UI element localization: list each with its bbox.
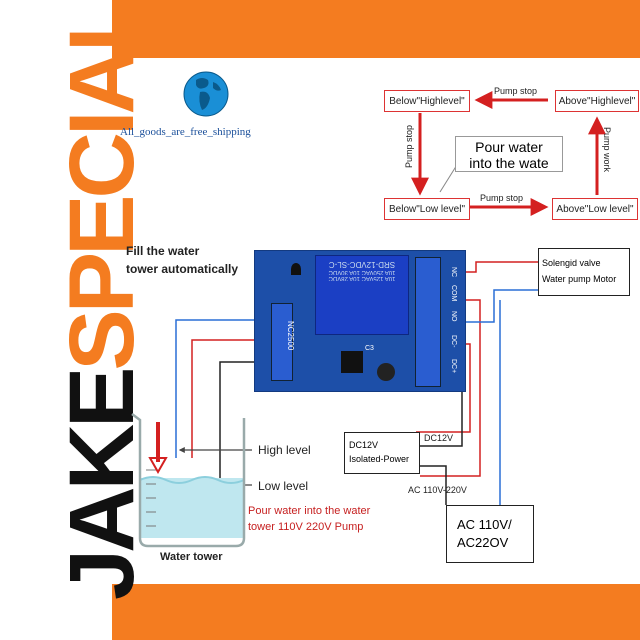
top-band [112,0,640,58]
flow-box-above-high: Above"Highlevel" [555,90,639,112]
callout-line2: into the wate [469,155,549,171]
chip-label: C3 [365,345,374,352]
transistor [291,263,301,275]
dc-line1: DC12V [349,440,379,450]
pour-note-line2: tower 110V 220V Pump [248,521,364,533]
solenoid-line2: Water pump Motor [542,274,617,284]
bottom-band [112,584,640,640]
relay-model: SRD-12VDC-SL-C [328,260,396,269]
water-tower-beaker [131,413,246,548]
flow-label-bottom: Pump stop [480,193,524,203]
ac-box-line2: AC22OV [457,535,509,550]
low-level-label: Low level [258,479,309,493]
pour-note-line1: Pour water into the water [248,505,371,517]
globe-icon [183,71,229,117]
left-terminal-block [271,303,293,381]
diagram-heading-line2: tower automatically [126,262,239,276]
flow-label-right: Pump work [602,127,612,173]
flow-label-top: Pump stop [494,86,538,96]
term-dc-minus: DC- [450,335,457,348]
ac-label: AC 110V-220V [408,485,467,495]
dc-label: DC12V [424,433,454,443]
right-terminal-block [415,257,441,387]
logo-caption: All_goods_are_free_shipping [120,126,251,138]
water-tower-label: Water tower [160,551,223,563]
flow-box-above-low: Above"Low level" [552,198,638,220]
board-code: NC2500 [286,321,295,351]
relay-spec2: 10A 125VAC 10A 28VDC [328,275,396,281]
term-com: COM [450,285,457,302]
term-dc-plus: DC+ [450,359,457,374]
relay-board: SRD-12VDC-SL-C 10A 250VAC 10A 30VDC 10A … [254,250,466,392]
solenoid-box: Solengid valve Water pump Motor [538,248,630,296]
flow-box-below-high: Below"Highlevel" [384,90,470,112]
solenoid-line1: Solengid valve [542,258,601,268]
ac-box-line1: AC 110V/ [457,517,512,532]
ac-box: AC 110V/ AC22OV [446,505,534,563]
dc-line2: Isolated-Power [349,454,410,464]
relay: SRD-12VDC-SL-C 10A 250VAC 10A 30VDC 10A … [315,255,409,335]
callout-line1: Pour water [475,139,543,155]
term-nc: NC [450,267,457,278]
capacitor [377,363,395,381]
high-level-label: High level [258,443,311,457]
flow-box-below-low: Below"Low level" [384,198,470,220]
flow-label-left: Pump stop [404,124,414,168]
term-no: NO [450,311,457,322]
flow-callout: Pour water into the wate [455,136,563,172]
dc-power-box: DC12V Isolated-Power [344,432,420,474]
ic-chip [341,351,363,373]
flow-arrows [411,91,606,216]
diagram-heading-line1: Fill the water [126,244,200,258]
